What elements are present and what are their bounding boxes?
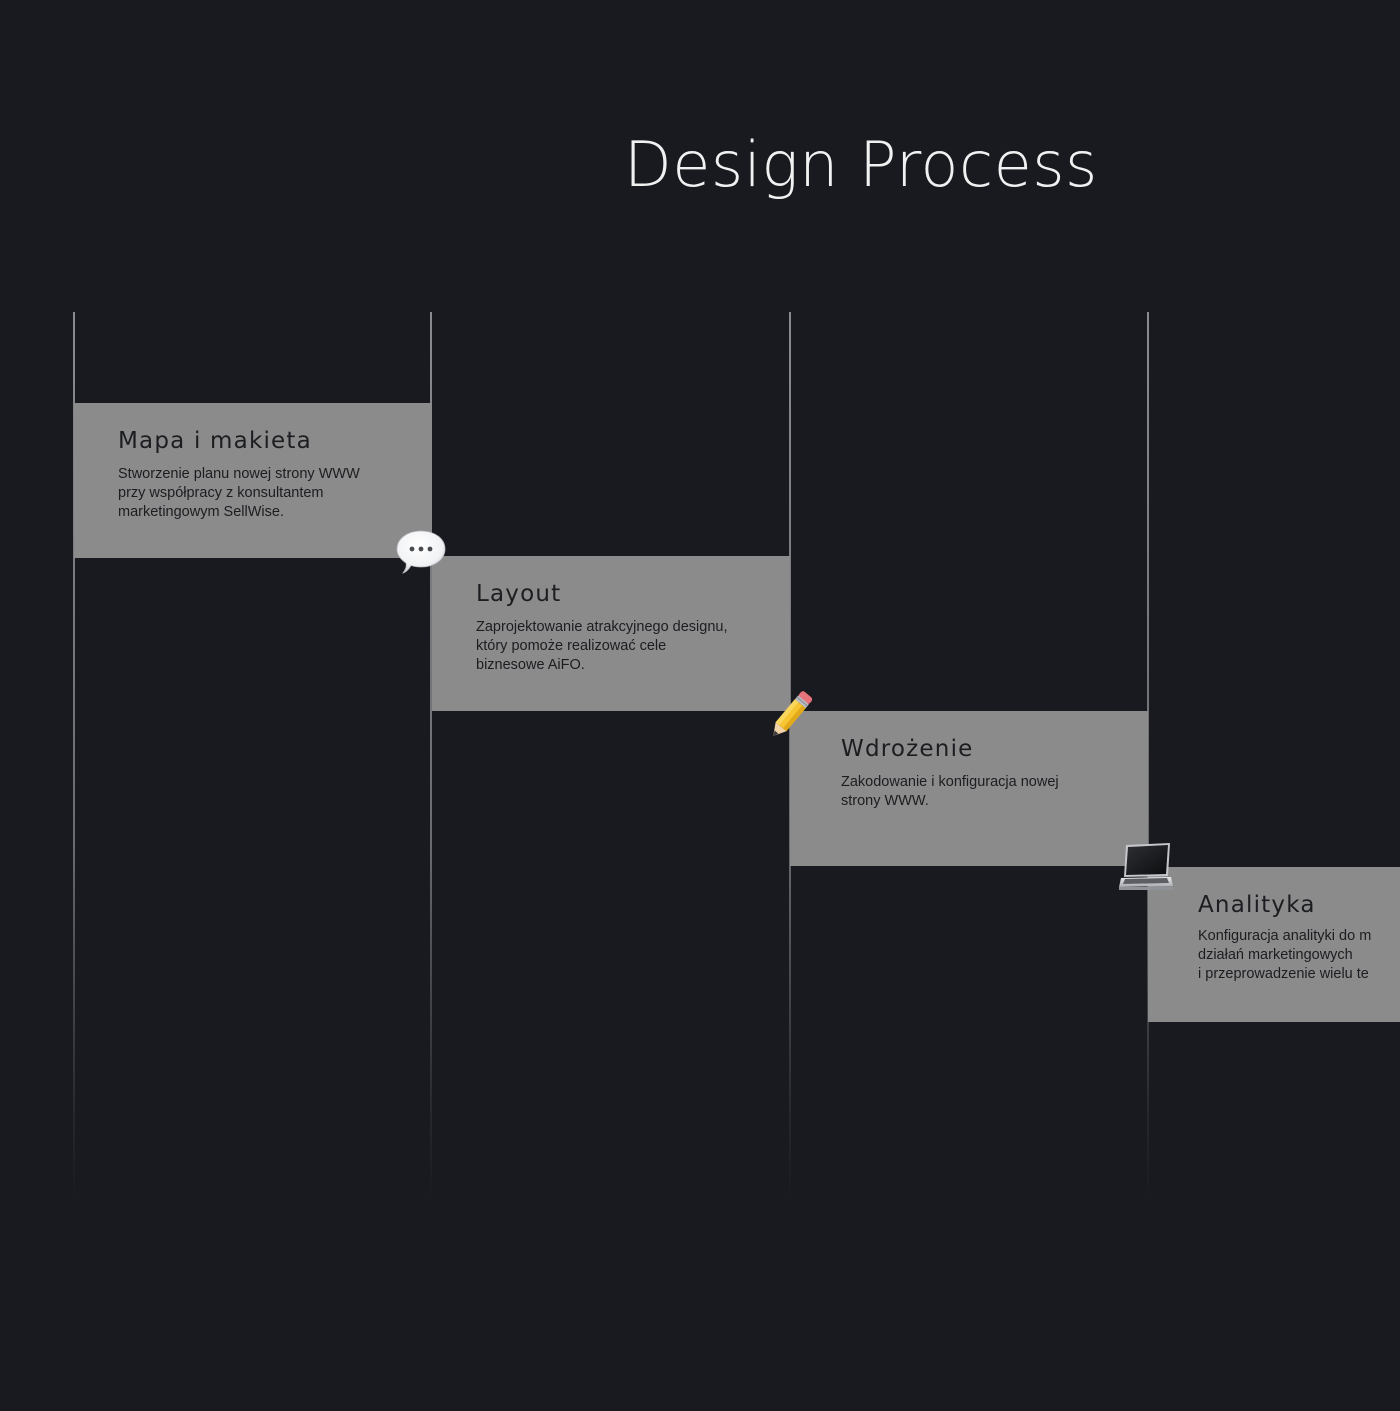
- step-description: Konfiguracja analityki do m działań mark…: [1198, 928, 1372, 982]
- speech-bubble-icon: [396, 530, 446, 574]
- pencil-icon: [773, 691, 813, 736]
- step-title: Layout: [476, 581, 562, 607]
- laptop-icon: [1119, 843, 1173, 890]
- step-card-wdrozenie: Wdrożenie Zakodowanie i konfiguracja now…: [790, 711, 1148, 866]
- timeline-line-1: [73, 312, 75, 1202]
- step-description: Stworzenie planu nowej strony WWW przy w…: [118, 466, 360, 520]
- step-title: Mapa i makieta: [118, 428, 312, 454]
- step-description: Zakodowanie i konfiguracja nowej strony …: [841, 774, 1059, 809]
- step-title: Analityka: [1198, 892, 1316, 918]
- step-description: Zaprojektowanie atrakcyjnego designu, kt…: [476, 619, 728, 673]
- step-card-mapa: Mapa i makieta Stworzenie planu nowej st…: [74, 403, 432, 558]
- page-title: Design Process: [624, 128, 1098, 201]
- step-title: Wdrożenie: [841, 736, 974, 762]
- timeline-line-2: [430, 312, 432, 1202]
- timeline-line-4: [1147, 312, 1149, 1202]
- step-card-layout: Layout Zaprojektowanie atrakcyjnego desi…: [432, 556, 790, 711]
- step-card-analityka: Analityka Konfiguracja analityki do m dz…: [1148, 867, 1400, 1022]
